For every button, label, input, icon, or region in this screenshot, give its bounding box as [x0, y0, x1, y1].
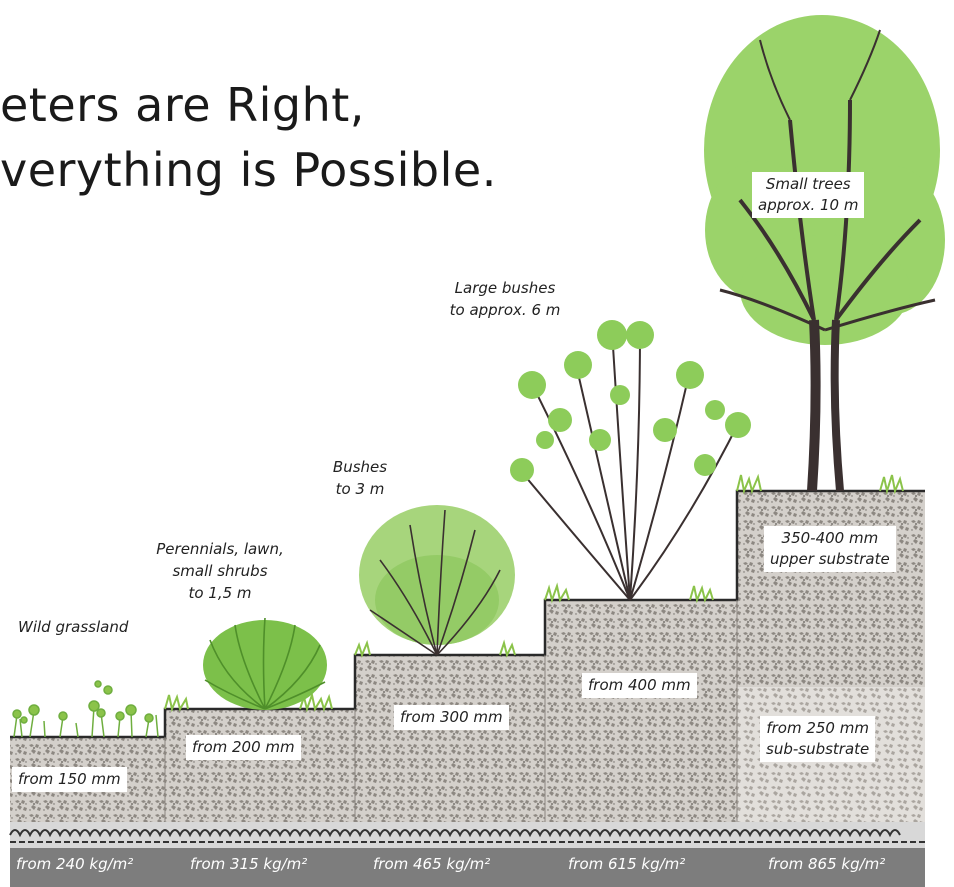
- weight-level-2: from 315 kg/m²: [190, 855, 308, 873]
- label-perennials: Perennials, lawn, small shrubs to 1,5 m: [156, 540, 284, 602]
- depth-upper-substrate: 350-400 mm upper substrate: [764, 526, 896, 572]
- title-line-2: verything is Possible.: [0, 143, 497, 197]
- depth-sub-substrate: from 250 mm sub-substrate: [760, 716, 876, 762]
- drainage-layer: [9, 822, 925, 848]
- depth-level-4: from 400 mm: [582, 673, 697, 698]
- label-small-trees: Small trees approx. 10 m: [752, 172, 865, 218]
- depth-level-2: from 200 mm: [186, 735, 301, 760]
- depth-level-3: from 300 mm: [394, 705, 509, 730]
- weight-level-3: from 465 kg/m²: [373, 855, 491, 873]
- bush-3m: [354, 505, 516, 658]
- weight-level-1: from 240 kg/m²: [16, 855, 134, 873]
- soil-steps: [10, 489, 925, 822]
- label-large-bushes: Large bushes to approx. 6 m: [449, 279, 561, 319]
- title-line-1: eters are Right,: [0, 78, 365, 132]
- weight-level-5: from 865 kg/m²: [768, 855, 886, 873]
- perennial-shrub: [164, 617, 333, 713]
- depth-level-1: from 150 mm: [12, 767, 127, 792]
- label-bushes: Bushes to 3 m: [332, 458, 388, 498]
- wild-grassland-plants: [12, 680, 159, 738]
- label-wild-grassland: Wild grassland: [18, 618, 129, 636]
- base-layer: [10, 848, 925, 887]
- weight-level-4: from 615 kg/m²: [568, 855, 686, 873]
- large-bush-6m: [510, 320, 751, 604]
